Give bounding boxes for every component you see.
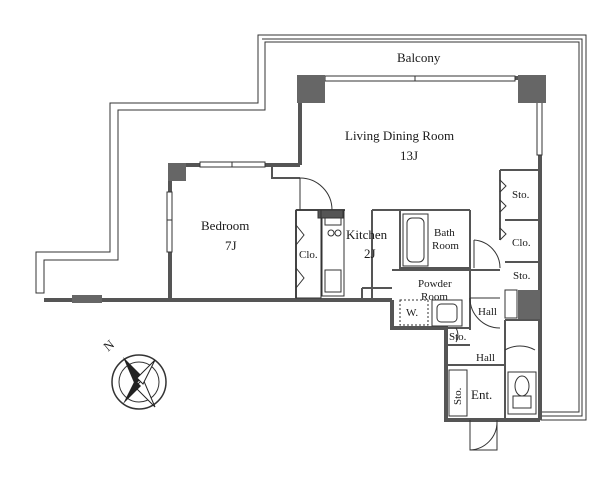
powder-fixtures bbox=[399, 299, 463, 327]
doors bbox=[299, 177, 536, 451]
bedroom-size: 7J bbox=[225, 238, 237, 253]
bedroom-closet bbox=[295, 209, 322, 299]
kitchen-size: 2J bbox=[364, 246, 376, 261]
hall-upper-label: Hall bbox=[478, 306, 497, 318]
kitchen-label: Kitchen bbox=[346, 227, 388, 242]
storage-top-label: Sto. bbox=[512, 189, 530, 201]
bedroom-closet-label: Clo. bbox=[299, 249, 318, 261]
compass-north-label: N bbox=[100, 336, 117, 354]
powder-label-2: Room bbox=[421, 291, 448, 303]
right-closet-label: Clo. bbox=[512, 237, 531, 249]
powder-label-1: Powder bbox=[418, 278, 452, 290]
storage-mid-label: Sto. bbox=[513, 270, 531, 282]
bath-label-2: Room bbox=[432, 240, 459, 252]
bedroom-label: Bedroom bbox=[201, 218, 249, 233]
storage-hall-label: Sto. bbox=[449, 331, 467, 343]
interior-walls bbox=[271, 165, 540, 420]
pillars bbox=[72, 75, 546, 320]
bath-label-1: Bath bbox=[434, 227, 455, 239]
storage-shelves bbox=[448, 179, 518, 417]
storage-entrance-label: Sto. bbox=[452, 387, 464, 405]
washer-label: W. bbox=[406, 307, 418, 319]
living-room-label: Living Dining Room bbox=[345, 128, 454, 143]
bathtub bbox=[402, 213, 429, 267]
hall-lower-label: Hall bbox=[476, 352, 495, 364]
living-room-size: 13J bbox=[400, 148, 418, 163]
windows bbox=[166, 75, 543, 253]
balcony-label: Balcony bbox=[397, 50, 441, 65]
kitchen-fixtures bbox=[317, 209, 345, 297]
compass-rose: N bbox=[100, 336, 167, 410]
toilet bbox=[507, 371, 537, 415]
entrance-label: Ent. bbox=[471, 387, 492, 402]
